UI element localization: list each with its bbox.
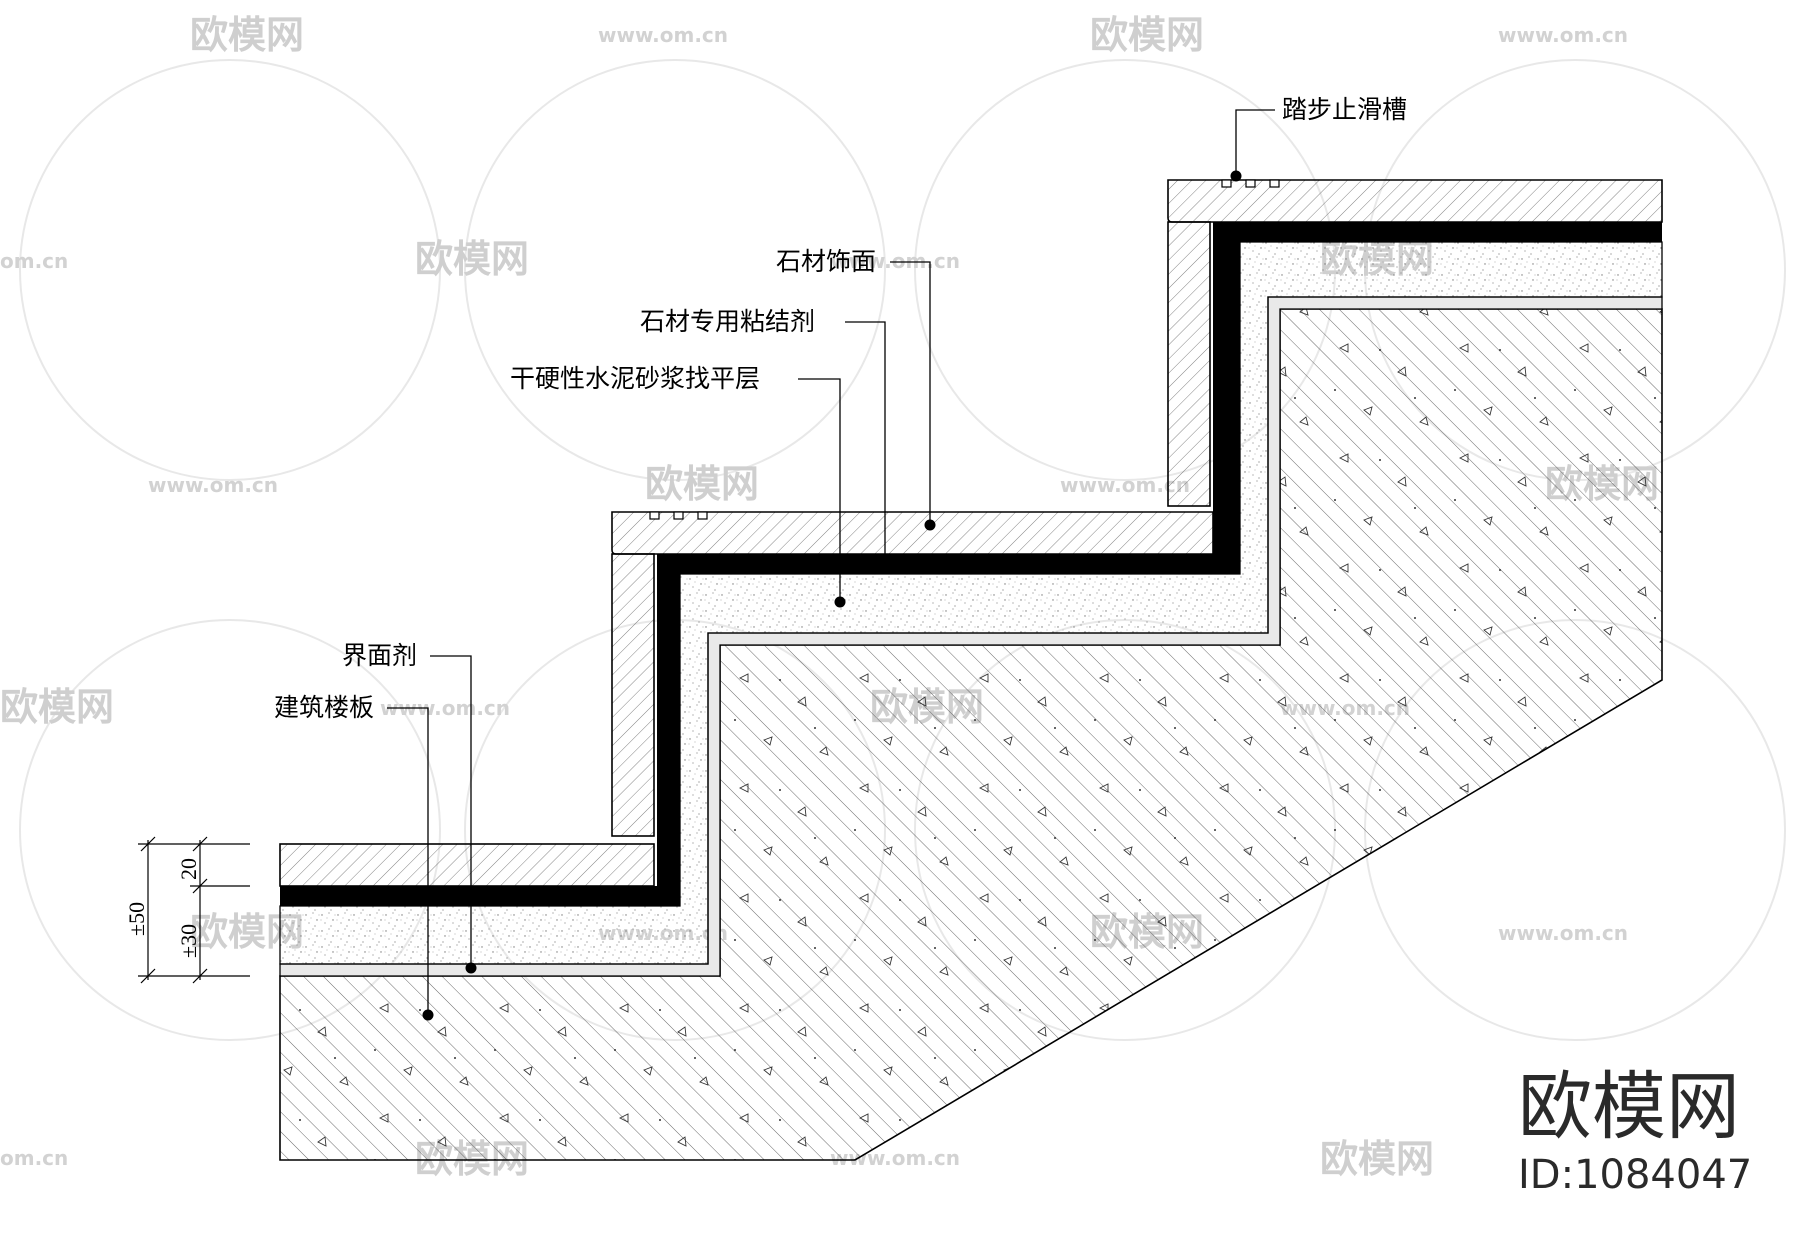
- stone-tread-middle: [611, 511, 1214, 555]
- watermark-brand: 欧模网: [1320, 1137, 1434, 1181]
- watermark-brand: 欧模网: [0, 685, 114, 729]
- dim-leveling-thickness: ±30: [176, 924, 201, 958]
- watermark-brand: 欧模网: [190, 13, 304, 57]
- brand-logo-text: 欧模网: [1518, 1064, 1740, 1150]
- label-stone-finish: 石材饰面: [776, 247, 876, 276]
- watermark-brand: 欧模网: [415, 237, 529, 281]
- watermark-url: www.om.cn: [148, 473, 278, 497]
- dimension-lines: [138, 836, 250, 984]
- watermark-url: om.cn: [0, 1146, 68, 1170]
- dimension-labels: 20 ±30 ±50: [124, 858, 201, 958]
- watermark-url: om.cn: [0, 249, 68, 273]
- stone-riser-1: [611, 553, 655, 837]
- stone-finish: [279, 179, 1663, 887]
- leader-lines: [387, 109, 1275, 1021]
- watermark-url: www.om.cn: [598, 23, 728, 47]
- watermark-url: www.om.cn: [830, 249, 960, 273]
- brand-stamp: 欧模网 ID:1084047: [1518, 1064, 1752, 1198]
- stone-tread-upper: [1167, 179, 1663, 223]
- callout-labels: 踏步止滑槽 石材饰面 石材专用粘结剂 干硬性水泥砂浆找平层 界面剂 建筑楼板: [274, 95, 1407, 722]
- label-floor-slab: 建筑楼板: [274, 693, 374, 722]
- dim-total-thickness: ±50: [124, 902, 149, 936]
- stone-tread-lower: [279, 843, 655, 887]
- brand-id: ID:1084047: [1518, 1152, 1752, 1198]
- anti-slip-grooves: [649, 179, 1280, 520]
- watermark-url: www.om.cn: [1498, 921, 1628, 945]
- label-anti-slip-groove: 踏步止滑槽: [1282, 95, 1407, 124]
- watermark-url: www.om.cn: [1498, 23, 1628, 47]
- watermark-brand: 欧模网: [645, 462, 759, 506]
- label-interface-agent: 界面剂: [342, 641, 417, 670]
- label-stone-adhesive: 石材专用粘结剂: [640, 307, 815, 336]
- dim-finish-thickness: 20: [176, 858, 201, 880]
- label-leveling-layer: 干硬性水泥砂浆找平层: [510, 364, 760, 393]
- adhesive-layer: [280, 222, 1662, 906]
- watermark-brand: 欧模网: [1090, 13, 1204, 57]
- stone-riser-2: [1167, 221, 1211, 507]
